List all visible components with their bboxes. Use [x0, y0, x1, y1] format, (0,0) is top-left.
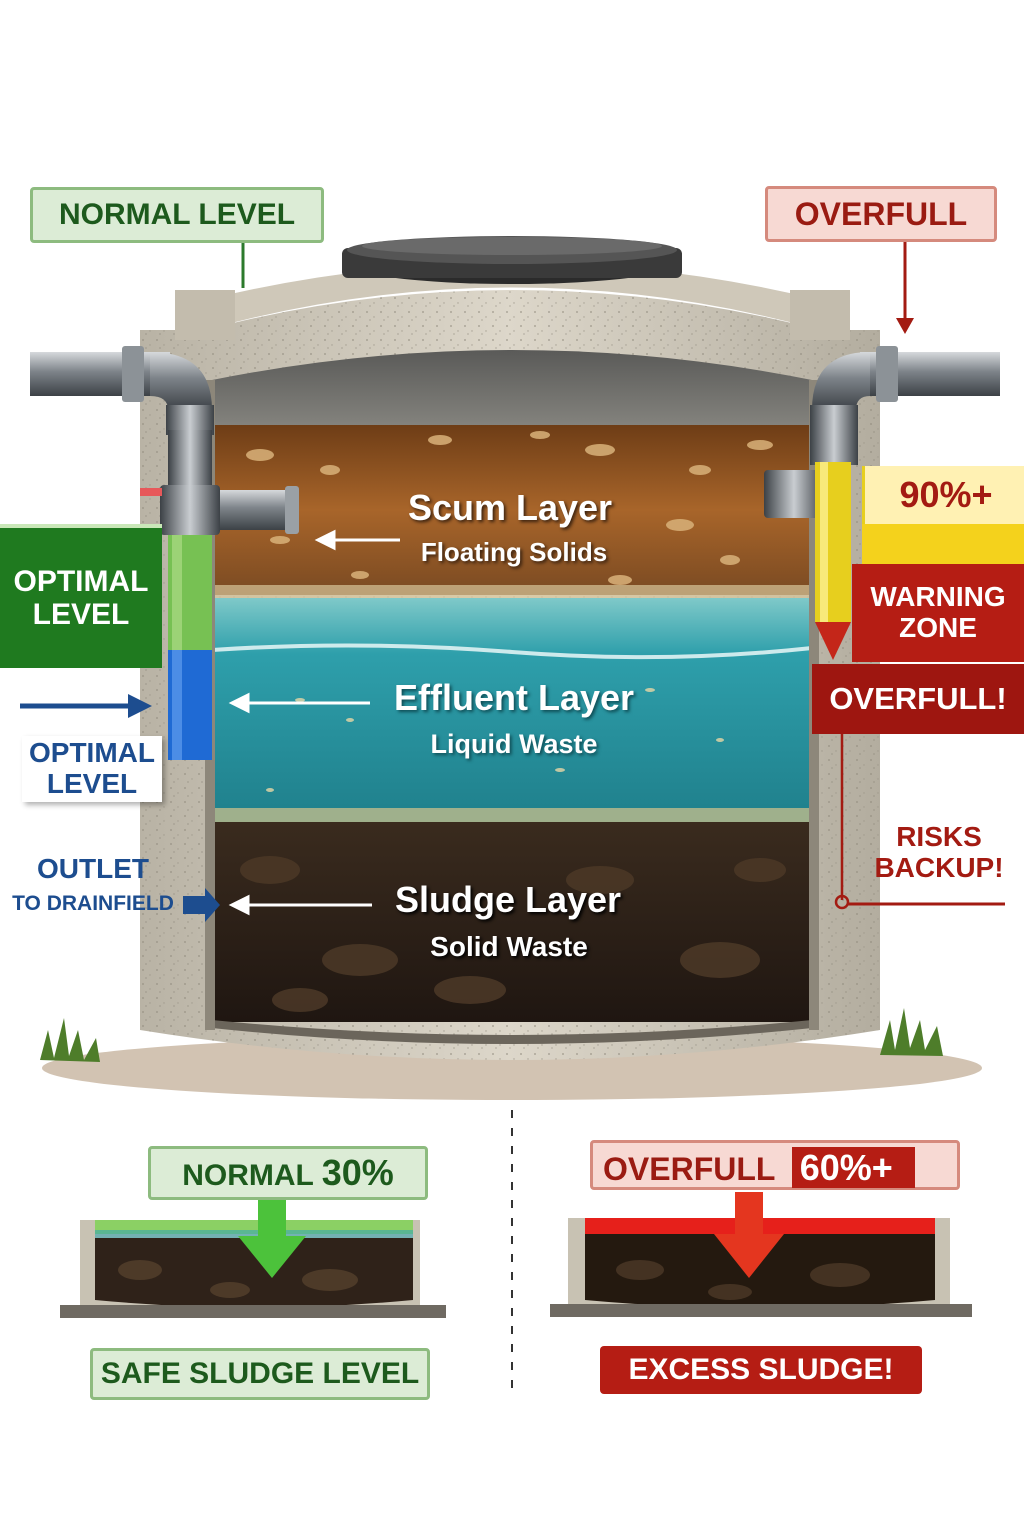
- yellow-band: [862, 524, 1024, 564]
- outlet-label-line1: OUTLET: [37, 853, 149, 884]
- scum-layer-subtitle: Floating Solids: [420, 537, 608, 567]
- overfull-alert-label: OVERFULL!: [812, 664, 1024, 734]
- optimal-level-blue-label: OPTIMAL LEVEL: [22, 736, 162, 802]
- warning-zone-label: WARNING ZONE: [852, 564, 1024, 662]
- overfull-top-label: OVERFULL: [765, 186, 997, 242]
- outlet-label-line2: TO DRAINFIELD: [12, 892, 174, 915]
- risks-backup-label: RISKS BACKUP!: [874, 821, 1004, 883]
- overfull-60-label: OVERFULL 60%+: [590, 1140, 960, 1190]
- overfull-word: OVERFULL: [603, 1151, 775, 1187]
- excess-sludge-label: EXCESS SLUDGE!: [600, 1346, 922, 1394]
- normal-word: NORMAL: [182, 1159, 314, 1192]
- sludge-layer-title: Sludge Layer: [394, 879, 622, 920]
- normal-level-label: NORMAL LEVEL: [30, 187, 324, 243]
- percent-90-badge: 90%+: [862, 466, 1024, 524]
- effluent-layer-title: Effluent Layer: [393, 677, 635, 718]
- scum-layer-title: Scum Layer: [407, 487, 613, 528]
- optimal-level-green-box: OPTIMAL LEVEL: [0, 524, 162, 668]
- effluent-layer-subtitle: Liquid Waste: [430, 729, 598, 759]
- sludge-layer-subtitle: Solid Waste: [430, 931, 588, 962]
- normal-30-label: NORMAL 30%: [148, 1146, 428, 1200]
- overfull-percent: 60%+: [791, 1147, 915, 1188]
- safe-sludge-level-label: SAFE SLUDGE LEVEL: [90, 1348, 430, 1400]
- normal-percent: 30%: [321, 1152, 394, 1193]
